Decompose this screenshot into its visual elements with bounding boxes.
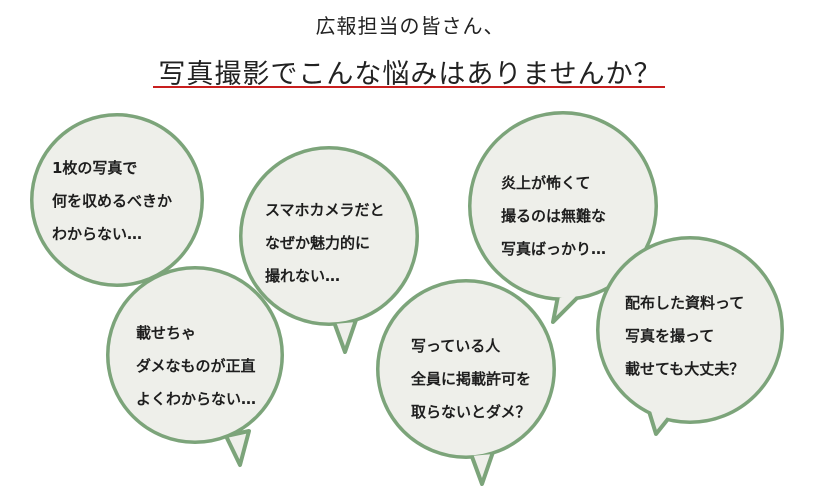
speech-bubble-line: 写真ばっかり… <box>501 240 607 258</box>
speech-bubble-line: 何を収めるべきか <box>52 192 173 210</box>
speech-bubble-line: 写真を撮って <box>625 327 715 345</box>
speech-bubble-line: 写っている人 <box>411 337 501 355</box>
speech-bubble-4-tail <box>469 450 495 486</box>
speech-bubble-line: スマホカメラだと <box>265 201 385 219</box>
speech-bubble-2 <box>106 266 284 467</box>
speech-bubble-3-text: スマホカメラだと なぜか魅力的に 撮れない… <box>265 194 385 293</box>
speech-bubble-line: 取らないとダメ？ <box>411 403 531 421</box>
speech-bubble-2-tail <box>224 429 251 467</box>
speech-bubble-5-text: 炎上が怖くて 撮るのは無難な 写真ばっかり… <box>501 167 606 266</box>
speech-bubble-1-text: 1枚の写真で 何を収めるべきか わからない… <box>52 152 172 251</box>
speech-bubble-line: 載せても大丈夫？ <box>625 360 745 378</box>
speech-bubble-line: 載せちゃ <box>136 324 197 342</box>
speech-bubble-3-tail <box>332 318 358 354</box>
speech-bubble-line: 撮れない… <box>265 267 341 285</box>
speech-bubble-line: 全員に掲載許可を <box>411 370 532 388</box>
speech-bubble-3 <box>239 146 419 354</box>
speech-bubble-line: 配布した資料って <box>625 294 745 312</box>
speech-bubble-4 <box>376 279 556 486</box>
speech-bubble-line: ダメなものが正直 <box>136 357 256 375</box>
speech-bubble-line: なぜか魅力的に <box>265 234 371 252</box>
speech-bubble-line: よくわからない… <box>136 390 257 408</box>
speech-bubble-line: 1枚の写真で <box>52 159 138 177</box>
page-title: 写真撮影でこんな悩みはありませんか？ <box>158 59 662 90</box>
speech-bubble-line: わからない… <box>52 225 143 243</box>
page-subtitle: 広報担当の皆さん、 <box>315 14 505 38</box>
speech-bubble-line: 撮るのは無難な <box>501 207 607 225</box>
speech-bubble-4-text: 写っている人 全員に掲載許可を 取らないとダメ？ <box>411 330 531 429</box>
speech-bubble-6-text: 配布した資料って 写真を撮って 載せても大丈夫？ <box>625 287 744 386</box>
speech-bubble-line: 炎上が怖くて <box>501 174 591 192</box>
speech-bubble-2-text: 載せちゃ ダメなものが正直 よくわからない… <box>136 317 256 416</box>
speech-bubble-6 <box>596 236 784 436</box>
speech-bubble-5 <box>468 111 658 324</box>
title-underline <box>153 86 665 88</box>
